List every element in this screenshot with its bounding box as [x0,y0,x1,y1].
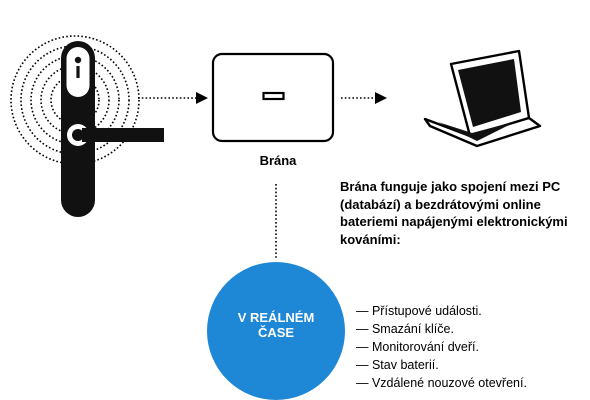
list-item: — Monitorování dveří. [356,340,479,354]
list-item: — Vzdálené nouzové otevření. [356,376,527,390]
laptop-icon [423,49,542,148]
realtime-badge: V REÁLNÉM ČASE [207,262,345,400]
gateway-to-laptop-connector [341,92,387,104]
gateway-description: Brána funguje jako spojení mezi PC (data… [340,179,568,247]
gateway-label: Brána [259,153,297,168]
realtime-badge-text: V REÁLNÉM ČASE [237,310,315,340]
list-item: — Smazání klíče. [356,322,454,336]
feature-list: — Přístupové události. — Smazání klíče. … [356,302,588,400]
gateway-device-icon [211,52,335,143]
handle-to-gateway-connector [138,92,208,104]
list-item: — Stav baterií. [356,358,439,372]
list-item: — Přístupové události. [356,304,482,318]
door-handle-icon [61,41,164,217]
